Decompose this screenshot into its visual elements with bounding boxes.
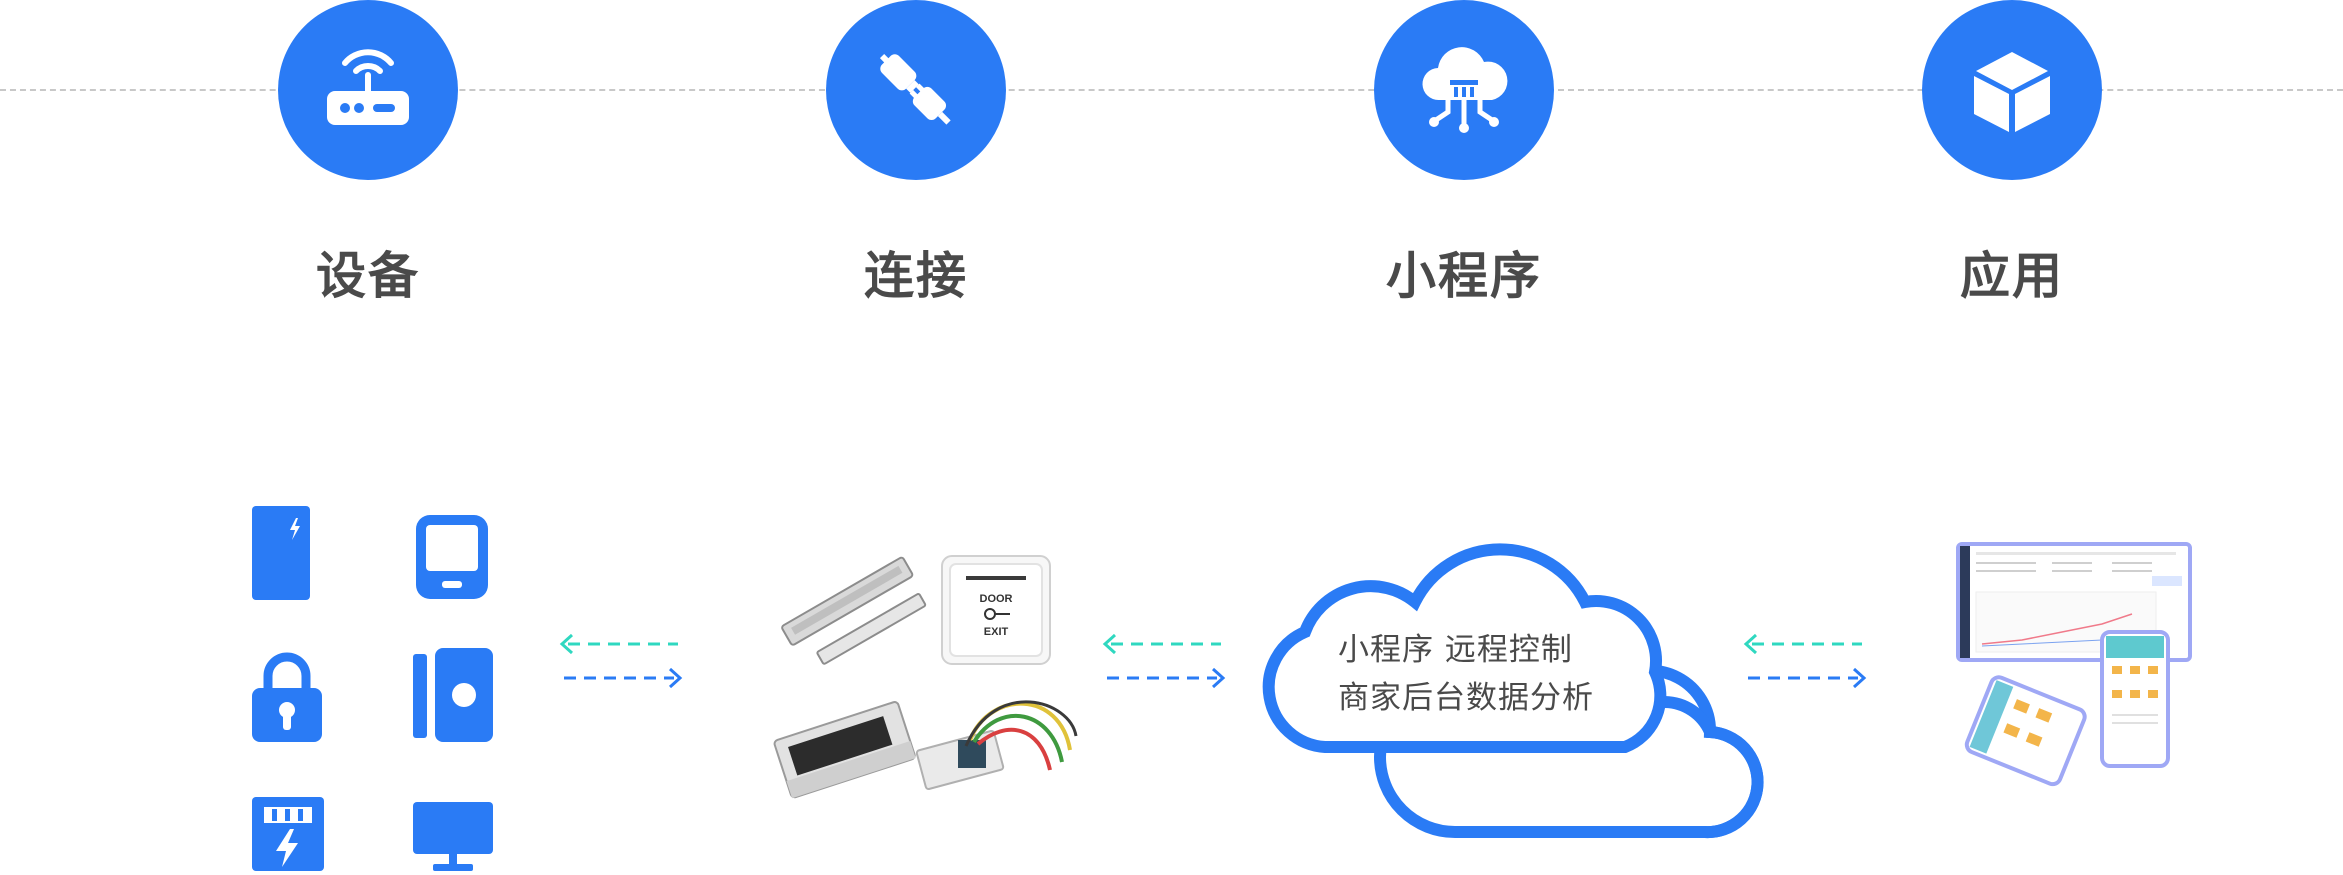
hardware-products-image: DOOR EXIT [770,550,1090,824]
arrows-connect-miniprogram [1099,630,1229,694]
cloud-text-line1: 小程序 远程控制 [1338,632,1573,668]
device-door-reader-icon [413,648,493,746]
cloud-network-icon [1422,47,1508,133]
tablet-icon [416,515,488,599]
cube-icon [1974,52,2050,132]
arrows-miniprogram-application [1740,630,1870,694]
app-screens-illustration [1956,542,2192,787]
step-miniprogram-label: 小程序 [1386,247,1542,305]
cloud-shape: 小程序 远程控制 商家后台数据分析 [1255,512,1770,846]
step-connect-label: 连接 [864,247,968,305]
step-application-label: 应用 [1960,247,2064,305]
arrows-device-connect [556,630,686,694]
device-card-icon [252,506,310,604]
door-reader-icon [413,648,493,742]
plug-icon [879,53,951,125]
device-monitor-icon [413,802,493,875]
application-screens-image [1942,540,2192,804]
power-meter-icon [252,797,324,871]
card-icon [252,506,310,600]
step-connect-circle [826,0,1006,180]
device-power-meter-icon [252,797,324,875]
step-application-circle [1922,0,2102,180]
svg-text:DOOR: DOOR [980,593,1013,605]
device-tablet-icon [416,515,488,603]
svg-text:EXIT: EXIT [984,626,1009,638]
padlock-icon [252,652,322,742]
bidirectional-arrow-icon [559,633,683,689]
router-icon [327,49,409,125]
cloud-icon [1262,543,1764,839]
step-device-circle [278,0,458,180]
device-padlock-icon [252,652,322,746]
monitor-icon [413,802,493,871]
bidirectional-arrow-icon [1102,633,1226,689]
timeline-dashed-line [0,89,2343,91]
hardware-illustration: DOOR EXIT [773,555,1078,799]
cloud-text-line2: 商家后台数据分析 [1338,680,1594,716]
step-miniprogram-circle [1374,0,1554,180]
bidirectional-arrow-icon [1743,633,1867,689]
step-device-label: 设备 [316,247,420,305]
